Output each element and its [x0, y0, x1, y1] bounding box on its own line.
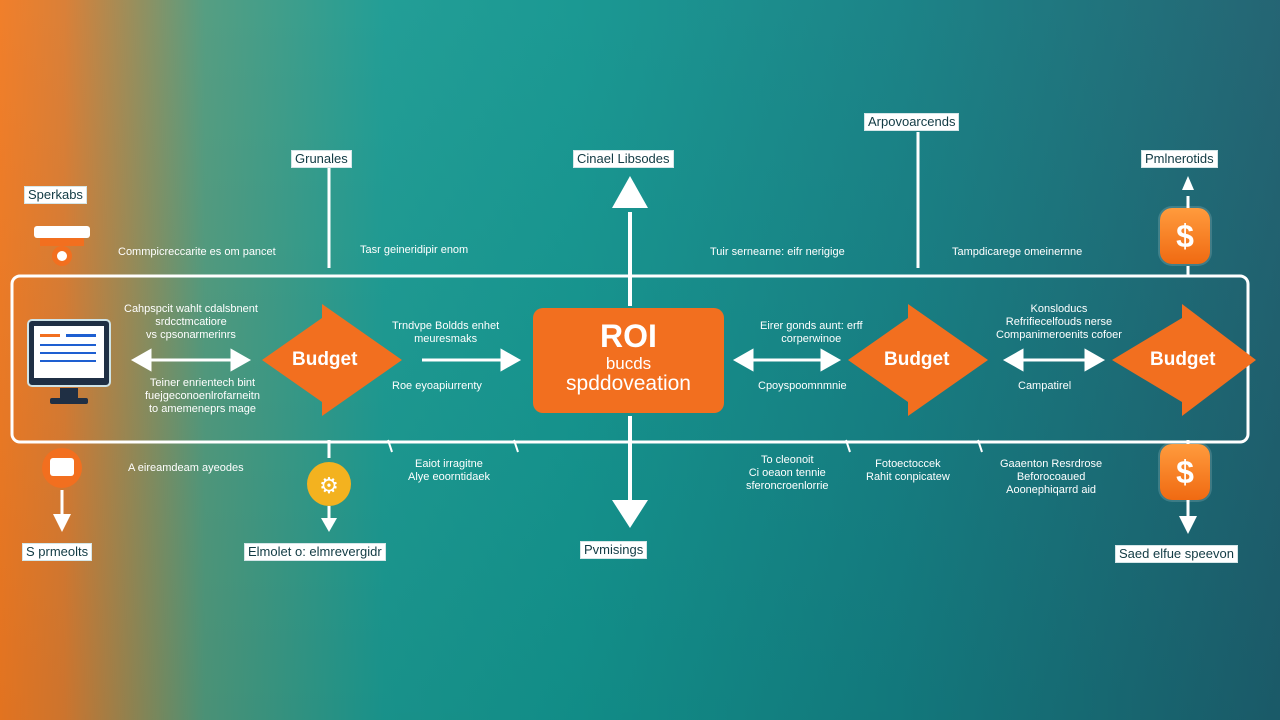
dollar-badge-top: $ [1160, 208, 1210, 264]
note-bottom-1: A eireamdeam ayeodes [128, 462, 244, 474]
label-bottom-center: Pvmisings [580, 541, 648, 559]
dollar-badge-bottom: $ [1160, 444, 1210, 500]
label-far-left-top: Sperkabs [24, 186, 87, 204]
gear-coin-glyph: ⚙ [319, 474, 339, 499]
double-arrow-2 [422, 348, 522, 372]
note-top-1: Commpicreccarite es om pancet [118, 246, 276, 258]
note-top-2: Tasr geineridipir enom [360, 244, 469, 256]
note-mid-5: Teiner enrientech bint fuejgeconoenlrofa… [145, 377, 260, 415]
budget-label-farright: Budget [1150, 349, 1216, 370]
roi-title: ROI [600, 318, 657, 354]
note-mid-7: Cpoyspoomnmnie [758, 380, 847, 392]
note-mid-6: Roe eyoapiurrenty [392, 380, 482, 392]
budget-label-right: Budget [884, 349, 950, 370]
roi-subtitle-2: spddoveation [566, 372, 691, 395]
label-bottom-far-left: S prmeolts [22, 543, 93, 561]
label-grunales: Grunales [291, 150, 352, 168]
note-mid-1: Cahpspcit wahlt cdalsbnent srdcctmcatior… [124, 303, 258, 341]
gear-arrowhead [321, 518, 337, 532]
budget-arrow-farright-shape [1112, 304, 1256, 416]
arrowhead-center-up [612, 176, 648, 208]
budget-arrow-left-shape [262, 304, 402, 416]
note-mid-8: Campatirel [1018, 380, 1072, 392]
note-bottom-4: Fotoectoccek Rahit conpicatew [866, 458, 950, 483]
note-mid-3: Eirer gonds aunt: erff corperwinoe [760, 320, 863, 345]
gear-coin-icon [307, 462, 351, 506]
double-arrow-1 [130, 348, 252, 372]
arrowhead-right-badge-down [1179, 516, 1197, 534]
tick-marks [387, 439, 983, 453]
monitor-icon [26, 318, 112, 408]
note-mid-4: Konsloducs Refrifiecelfouds nerse Compan… [996, 303, 1122, 341]
roi-subtitle-1: bucds [605, 354, 652, 373]
double-arrow-4 [1002, 348, 1106, 372]
note-bottom-2: Eaiot irragitne Alye eoorntidaek [408, 458, 490, 483]
arrowhead-right-badge-up [1182, 176, 1194, 190]
left-bottom-arrowhead [53, 514, 71, 532]
label-bottom-far-right: Saed elfue speevon [1115, 545, 1238, 563]
roi-box: ROI bucds spddoveation [533, 308, 724, 413]
label-arpovoarcends: Arpovoarcends [864, 113, 960, 131]
label-bottom-left: Elmolet o: elmrevergidr [244, 543, 386, 561]
double-arrow-3 [732, 348, 842, 372]
note-mid-2: Trndvpe Boldds enhet meuresmaks [392, 320, 500, 345]
label-far-right-top: Pmlnerotids [1141, 150, 1218, 168]
label-center-top: Cinael Libsodes [573, 150, 674, 168]
note-top-4: Tampdicarege omeinernne [952, 246, 1083, 258]
note-bottom-5: Gaaenton Resrdrose Beforocoaued Aoonephi… [1000, 458, 1103, 496]
note-bottom-3: To cleonoit Ci oeaon tennie sferoncroenl… [746, 454, 829, 492]
arrowhead-center-down [612, 500, 648, 528]
left-bottom-icon-inner [50, 458, 74, 476]
budget-arrow-right-shape [848, 304, 988, 416]
budget-label-left: Budget [292, 349, 358, 370]
building-icon [34, 226, 90, 266]
note-top-3: Tuir sernearne: eifr nerigige [710, 246, 845, 258]
